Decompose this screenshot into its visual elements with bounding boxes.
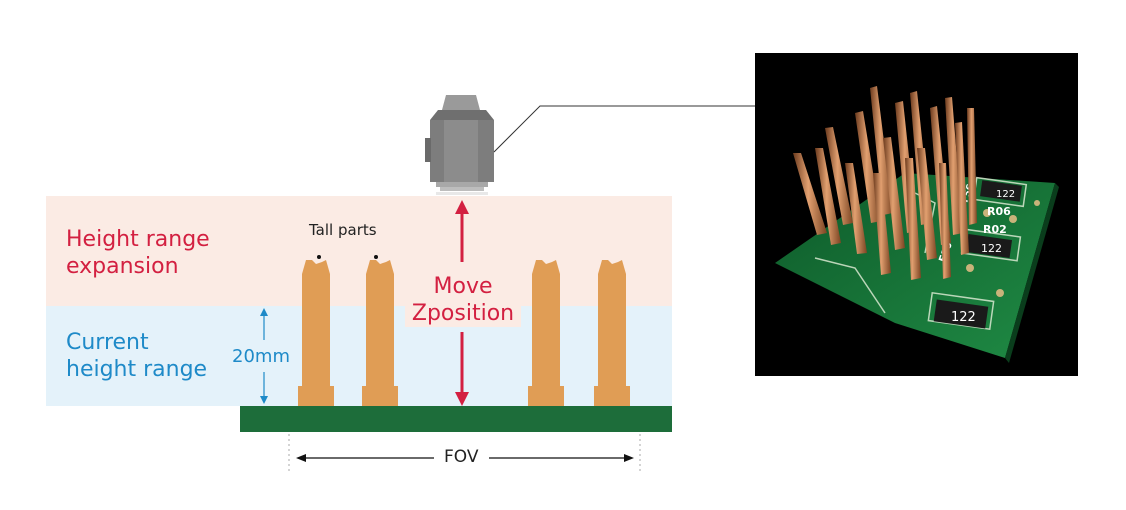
tall-parts-label: Tall parts — [309, 221, 377, 239]
resistor-code-top: 122 — [996, 189, 1015, 200]
pins — [298, 260, 630, 406]
tall-parts-dot — [317, 255, 321, 259]
dimension-label: 20mm — [232, 346, 290, 367]
height-expansion-band — [46, 196, 672, 306]
current-height-range-label: Current height range — [66, 330, 208, 382]
pcb-3d-render: 122 122 122 R06 R02 F10 F56 — [775, 86, 1059, 363]
pin — [528, 260, 564, 406]
pin — [594, 260, 630, 406]
pcb-3d-photo: 122 122 122 R06 R02 F10 F56 — [755, 53, 1078, 376]
fov-boundaries — [288, 434, 641, 472]
fov-label: FOV — [434, 447, 489, 467]
move-zposition-label: Move Zposition — [405, 273, 521, 327]
copper-pins — [793, 86, 977, 280]
pcb-board — [240, 406, 672, 432]
resistors — [933, 180, 1022, 329]
resistor-code-mid: 122 — [981, 242, 1002, 255]
silk-r06: R06 — [987, 205, 1011, 218]
move-z-arrow — [455, 200, 469, 406]
camera-icon — [425, 95, 494, 195]
tall-parts-dot — [374, 255, 378, 259]
silk-r02: R02 — [983, 223, 1007, 236]
resistor-code-bottom: 122 — [951, 310, 976, 325]
dimension-arrow — [260, 308, 268, 404]
pin — [298, 260, 334, 406]
current-height-band — [46, 306, 672, 406]
pin — [362, 260, 398, 406]
connector-line — [493, 105, 755, 153]
height-range-expansion-label: Height range expansion — [66, 227, 210, 279]
